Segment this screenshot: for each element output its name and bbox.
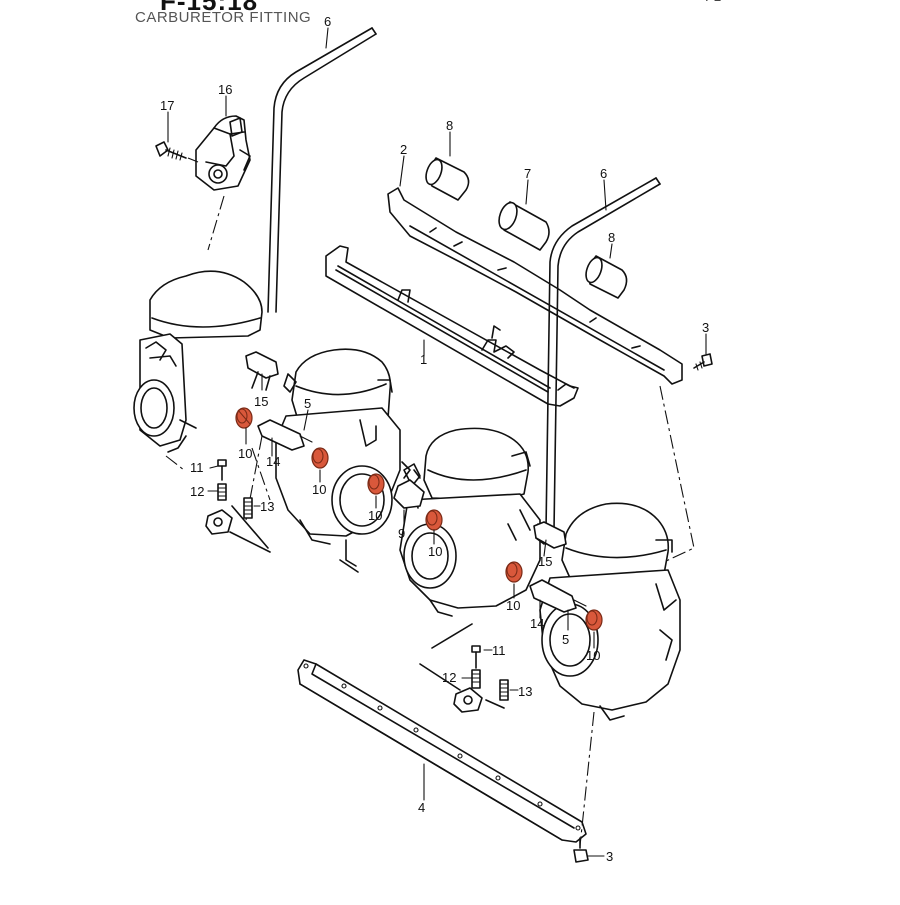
lower-bracket (387, 187, 695, 563)
label-9: 9 (398, 526, 405, 541)
vent-hose-right (545, 177, 661, 531)
rubber-cap-right (585, 255, 628, 299)
label-14-lower: 14 (530, 616, 544, 631)
label-17: 17 (160, 98, 174, 113)
label-3-upper: 3 (702, 320, 709, 335)
adjuster-group-right (419, 623, 509, 713)
throttle-link-lower (529, 579, 587, 613)
label-3-lower: 3 (606, 849, 613, 864)
label-10-b: 10 (312, 482, 326, 497)
cap-10-c (367, 473, 385, 495)
label-11-left: 11 (190, 460, 204, 475)
label-15-upper: 15 (254, 394, 268, 409)
leader-lines (167, 27, 707, 857)
label-5-lower: 5 (562, 632, 569, 647)
throttle-sensor (195, 115, 251, 251)
label-6-left: 6 (324, 14, 331, 29)
bottom-plate (297, 659, 595, 847)
label-12-left: 12 (190, 484, 204, 499)
cap-10-d (425, 509, 443, 531)
label-13-left: 13 (260, 499, 274, 514)
part-labels: 6 16 17 8 2 7 6 8 3 1 15 5 10 14 11 10 1… (160, 14, 709, 864)
label-6-right: 6 (600, 166, 607, 181)
page-title: CARBURETOR FITTING (135, 9, 312, 26)
label-4: 4 (418, 800, 425, 815)
joint-pipe-lower (533, 521, 567, 549)
screw-lower (573, 837, 589, 863)
label-10-d: 10 (428, 544, 442, 559)
label-11-right: 11 (492, 643, 506, 658)
label-10-a: 10 (238, 446, 252, 461)
highlighted-caps (235, 407, 603, 631)
label-1: 1 (420, 352, 427, 367)
label-8-right: 8 (608, 230, 615, 245)
corner-mark: F1 (705, 0, 721, 4)
rubber-cap-middle (498, 201, 550, 251)
vent-hose-left (267, 27, 377, 313)
throttle-link-upper (245, 419, 313, 521)
label-10-e: 10 (506, 598, 520, 613)
figure-code: F-15:18 (160, 0, 259, 16)
label-14-upper: 14 (266, 454, 280, 469)
adjuster-group-left (205, 459, 271, 553)
label-15-lower: 15 (538, 554, 552, 569)
label-13-right: 13 (518, 684, 532, 699)
label-16: 16 (218, 82, 232, 97)
carburetor-2 (275, 348, 401, 573)
screw-upper (693, 353, 713, 371)
label-2: 2 (400, 142, 407, 157)
label-12-right: 12 (442, 670, 456, 685)
sensor-screw (155, 141, 199, 163)
cap-10-a (235, 407, 253, 429)
carburetor-3 (399, 427, 541, 617)
rubber-cap-left (425, 157, 470, 201)
cap-10-f (585, 609, 603, 631)
center-fitting (393, 461, 425, 509)
label-8-left: 8 (446, 118, 453, 133)
cap-10-e (505, 561, 523, 583)
label-7: 7 (524, 166, 531, 181)
label-5-upper: 5 (304, 396, 311, 411)
cap-10-b (311, 447, 329, 469)
label-10-f: 10 (586, 648, 600, 663)
carburetor-1 (133, 270, 263, 471)
label-10-c: 10 (368, 508, 382, 523)
upper-bracket (325, 245, 579, 407)
joint-pipe-upper (245, 351, 279, 391)
